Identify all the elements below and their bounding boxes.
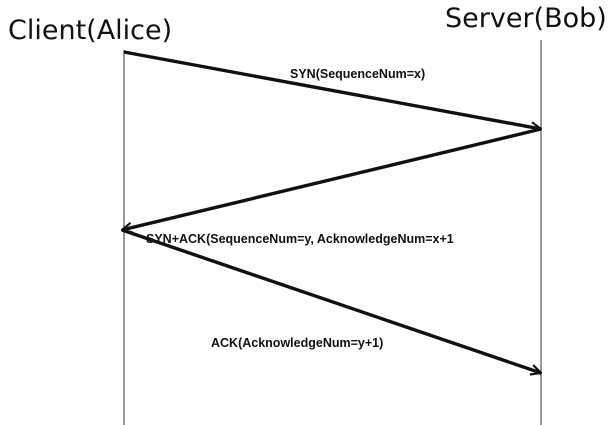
ack-arrow (121, 228, 541, 373)
syn-ack-label: SYN+ACK(SequenceNum=y, AcknowledgeNum=x+… (146, 232, 454, 246)
ack-label: ACK(AcknowledgeNum=y+1) (211, 336, 383, 350)
server-title: Server(Bob) (445, 3, 607, 34)
syn-label: SYN(SequenceNum=x) (290, 67, 425, 81)
syn-arrow (123, 50, 541, 129)
client-title: Client(Alice) (8, 15, 173, 46)
syn-ack-arrow (122, 127, 542, 230)
